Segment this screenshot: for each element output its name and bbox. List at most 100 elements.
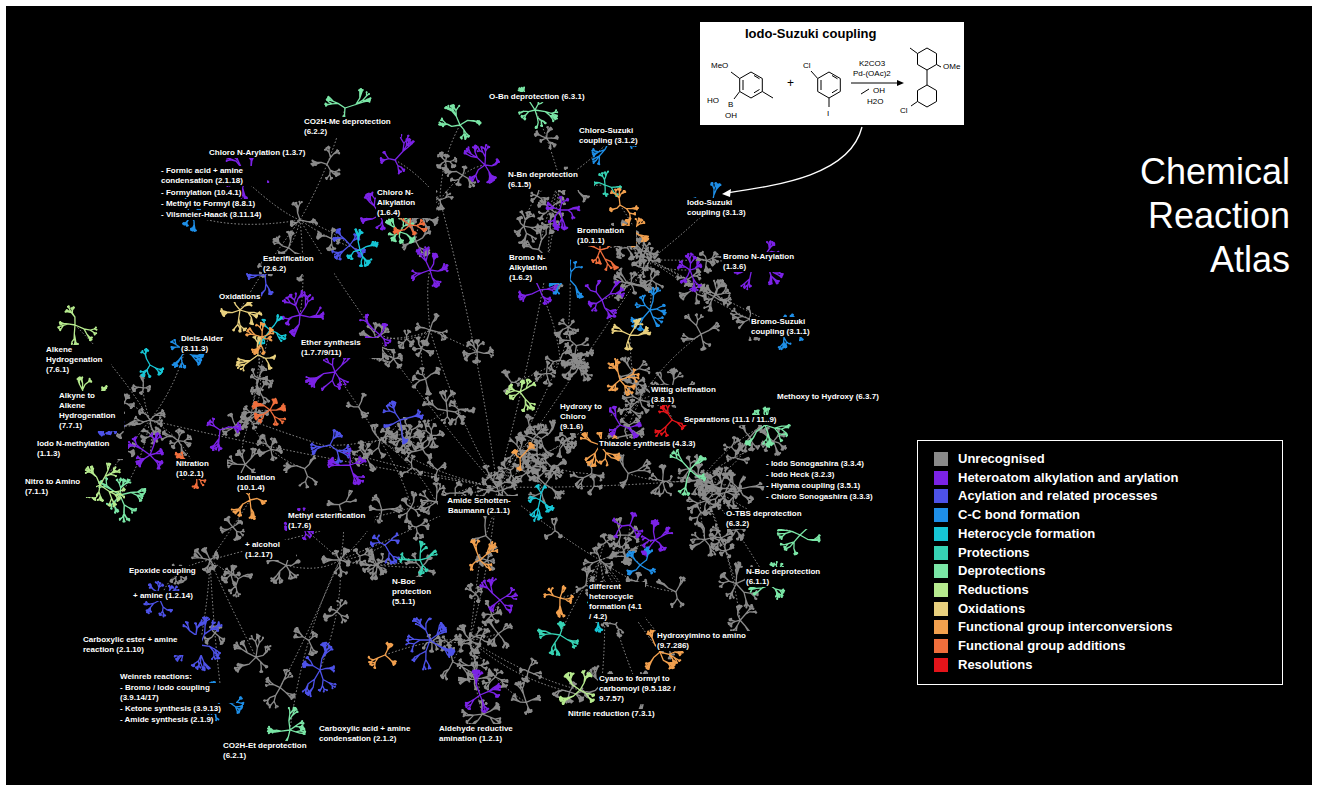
cluster-label: Iodo N-methylation (1.1.3) — [36, 439, 128, 459]
legend-text: Functional group additions — [958, 638, 1126, 654]
tree-branches — [655, 403, 685, 436]
legend-swatch — [934, 527, 948, 541]
chem-label: HO — [707, 96, 719, 106]
cluster-label: Diels-Alder (3.11.3) — [180, 334, 242, 354]
tree-leaves — [170, 127, 808, 721]
cluster-label: Thiazole synthesis (4.3.3) — [598, 439, 696, 449]
legend-text: Unrecognised — [958, 451, 1045, 467]
cluster-label: Separations (11.1 / 11..9) — [683, 415, 778, 425]
reaction-inset: Iodo-Suzuki couplingMeOHOBOH+ClIK2CO3Pd-… — [700, 22, 964, 125]
tree-branches — [221, 297, 650, 371]
cluster-label: - Amide synthesis (2.1.9) — [119, 715, 215, 725]
cluster-label: Chloro N-Alkylation (1.6.4) — [376, 188, 436, 218]
cluster-label: Wittig olefination (3.8.1) — [650, 385, 722, 405]
cluster-label: Methoxy to Hydroxy (6.3.7) — [776, 392, 880, 402]
cluster-label: - Iodo Sonogashira (3.3.4) — [765, 459, 865, 469]
legend-box: UnrecognisedHeteroatom alkylation and ar… — [917, 440, 1283, 685]
cluster-label: Iodination (10.1.4) — [236, 473, 288, 493]
leader-line — [726, 127, 862, 193]
cluster-label: Hydroxyimino to amino (9.7.286) — [656, 631, 768, 651]
chem-label: MeO — [711, 61, 728, 71]
cluster-label: CO2H-Me deprotection (6.2.2) — [303, 117, 401, 137]
tree-branches — [141, 229, 623, 631]
legend-swatch — [934, 471, 948, 485]
cluster-label: Carboxylic acid + amine condensation (2.… — [318, 724, 412, 744]
cluster-label: Ether synthesis (1.7.7/9/11) — [300, 338, 382, 358]
legend-swatch — [934, 564, 948, 578]
legend-swatch — [934, 508, 948, 522]
cluster-label: Bromo N-Alkylation (1.6.2) — [508, 253, 570, 283]
legend-text: Functional group interconversions — [958, 619, 1173, 635]
chem-label: K2CO3 — [859, 59, 885, 69]
legend-text: Reductions — [958, 582, 1029, 598]
tree-branches — [232, 189, 683, 670]
cluster-label: Iodo-Suzuki coupling (3.1.3) — [686, 198, 766, 218]
legend-swatch — [934, 602, 948, 616]
chem-label: OMe — [943, 62, 960, 72]
cluster-label: - Bromo / Iodo coupling (3.9.14/17) — [119, 683, 236, 703]
cluster-label: Esterification (2.6.2) — [262, 254, 334, 274]
cluster-label: O-Bn deprotection (6.3.1) — [488, 92, 586, 102]
chem-label: Pd-(OAc)2 — [853, 69, 891, 79]
chem-label: H2O — [867, 97, 883, 107]
cluster-label: Chloro N-Arylation (1.3.7) — [208, 148, 306, 158]
tree-branches — [58, 306, 594, 704]
chem-label: Cl — [803, 61, 811, 71]
tree-branches — [128, 135, 783, 713]
chem-label: OH — [873, 86, 885, 96]
cluster-label: different heterocycle formation (4.1 / 4… — [588, 582, 645, 622]
tree-leaves — [94, 228, 455, 697]
cluster-label: - Vilsmeier-Haack (3.11.14) — [160, 210, 262, 220]
cluster-label: Amide Schotten-Baumann (2.1.1) — [438, 496, 520, 516]
legend-text: C-C bond formation — [958, 507, 1080, 523]
cluster-label: Weinreb reactions: — [119, 672, 193, 682]
cluster-label: Nitrile reduction (7.3.1) — [567, 709, 656, 719]
cluster-label: - Chloro Sonogashira (3.3.3) — [765, 492, 874, 502]
legend-text: Oxidations — [958, 601, 1025, 617]
cluster-label: - Iodo Heck (3.2.3) — [765, 470, 835, 480]
cluster-label: Cyano to formyl to carbomoyl (9.5.182 / … — [598, 674, 682, 704]
cluster-label: Carboxylic ester + amine reaction (2.1.1… — [82, 635, 202, 655]
legend-text: Heterocycle formation — [958, 526, 1095, 542]
tree-leaves — [654, 402, 686, 437]
cluster-label: - Methyl to Formyl (8.8.1) — [160, 199, 256, 209]
chem-label: I — [827, 109, 829, 119]
tree-branches — [171, 128, 807, 720]
legend-text: Resolutions — [958, 657, 1032, 673]
legend-swatch — [934, 489, 948, 503]
chem-label: OH — [725, 111, 737, 121]
cluster-label: Alkyne to Alkene Hydrogenation (7.7.1) — [58, 391, 124, 431]
cluster-label: - Formylation (10.4.1) — [160, 188, 242, 198]
legend-text: Acylation and related processes — [958, 488, 1157, 504]
chem-label: Cl — [900, 106, 908, 116]
cluster-label: Chloro-Suzuki coupling (3.1.2) — [578, 126, 662, 146]
cluster-label: Bromination (10.1.1) — [576, 226, 636, 246]
tree-leaves — [140, 228, 624, 632]
legend-swatch — [934, 639, 948, 653]
tree-leaves — [220, 296, 651, 372]
cluster-label: N-Bn deprotection (6.1.5) — [507, 170, 594, 190]
cluster-label: - Hiyama coupling (3.5.1) — [765, 481, 861, 491]
legend-swatch — [934, 658, 948, 672]
legend-text: Deprotections — [958, 563, 1045, 579]
structure-bonds — [731, 48, 941, 107]
cluster-label: Methyl esterification (1.7.6) — [287, 511, 374, 531]
legend-text: Protections — [958, 545, 1030, 561]
cluster-label: + alcohol (1.2.17) — [244, 540, 296, 560]
tree-leaves — [113, 126, 787, 730]
cluster-label: + amine (1.2.14) — [132, 591, 194, 601]
cluster-label: N-Boc deprotection (6.1.1) — [745, 567, 842, 587]
tree-branches — [99, 88, 819, 747]
cluster-label: Nitro to Amino (7.1.1) — [24, 477, 96, 497]
cluster-label: - Ketone synthesis (3.9.13) — [119, 704, 222, 714]
tree-leaves — [175, 207, 619, 490]
reaction-arrowhead — [897, 80, 904, 86]
chem-label: B — [728, 100, 733, 110]
cluster-label: N-Boc protection (5.1.1) — [391, 577, 441, 607]
legend-swatch — [934, 452, 948, 466]
cluster-label: Aldehyde reductive amination (1.2.1) — [438, 724, 540, 744]
cluster-label: Bromo N-Arylation (1.3.6) — [722, 252, 819, 272]
legend-swatch — [934, 583, 948, 597]
cluster-label: Hydroxy to Chloro (9.1.6) — [559, 402, 609, 432]
tree-branches — [176, 208, 618, 489]
